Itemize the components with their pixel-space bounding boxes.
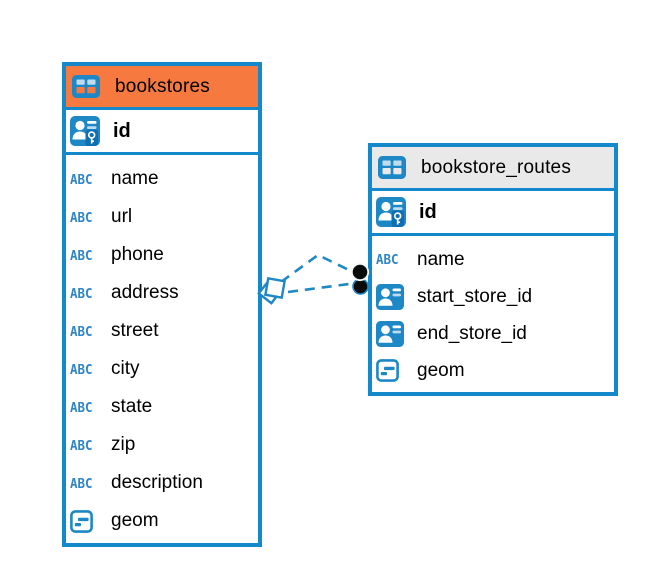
column-row-geom[interactable]: geom [66, 502, 258, 540]
column-label: description [111, 472, 203, 493]
table-bookstore-routes-header[interactable]: bookstore_routes [372, 147, 614, 191]
column-row-end-store-id[interactable]: end_store_id [372, 315, 614, 352]
column-label: id [113, 119, 131, 142]
relationship-line-end-store[interactable] [287, 282, 350, 294]
column-label: end_store_id [417, 322, 527, 344]
column-row-geom[interactable]: geom [372, 352, 614, 389]
column-label: start_store_id [417, 285, 533, 307]
text-type-icon: ABC [70, 437, 93, 453]
primary-key-icon [376, 197, 409, 227]
column-label: name [111, 168, 159, 189]
column-row-id[interactable]: id [372, 191, 614, 236]
table-bookstores[interactable]: bookstores id ABC name ABC url ABC phone… [62, 62, 262, 547]
text-type-icon: ABC [70, 209, 93, 225]
column-label: phone [111, 244, 164, 265]
column-label: state [111, 396, 153, 417]
table-icon [378, 156, 411, 179]
table-title: bookstore_routes [421, 156, 572, 178]
column-label: name [417, 248, 465, 270]
text-type-icon: ABC [70, 323, 93, 339]
column-row-description[interactable]: ABC description [66, 464, 258, 502]
column-list: ABC name start_store_id end_store_id ge [372, 236, 614, 392]
column-row-city[interactable]: ABC city [66, 350, 258, 388]
column-label: geom [111, 510, 159, 531]
column-list: ABC name ABC url ABC phone ABC address A… [66, 155, 258, 543]
column-label: street [111, 320, 159, 341]
column-label: zip [111, 434, 136, 455]
column-label: url [111, 206, 133, 227]
column-row-url[interactable]: ABC url [66, 198, 258, 236]
column-row-start-store-id[interactable]: start_store_id [372, 278, 614, 315]
text-type-icon: ABC [70, 171, 93, 187]
column-label: geom [417, 359, 465, 381]
text-type-icon: ABC [70, 361, 93, 377]
text-type-icon: ABC [70, 475, 93, 491]
text-type-icon: ABC [376, 251, 399, 268]
column-label: id [419, 200, 437, 223]
column-row-address[interactable]: ABC address [66, 274, 258, 312]
column-label: address [111, 282, 179, 303]
table-bookstores-header[interactable]: bookstores [66, 66, 258, 110]
text-type-icon: ABC [70, 285, 93, 301]
relationship-line-start-store[interactable] [280, 253, 352, 284]
column-label: city [111, 358, 140, 379]
primary-key-icon [70, 116, 103, 146]
column-row-id[interactable]: id [66, 110, 258, 155]
reference-type-icon [376, 321, 409, 347]
geometry-type-icon [70, 510, 103, 533]
table-bookstore-routes[interactable]: bookstore_routes id ABC name start_store… [368, 143, 618, 396]
column-row-phone[interactable]: ABC phone [66, 236, 258, 274]
text-type-icon: ABC [70, 247, 93, 263]
column-row-name[interactable]: ABC name [372, 241, 614, 278]
text-type-icon: ABC [70, 399, 93, 415]
column-row-zip[interactable]: ABC zip [66, 426, 258, 464]
table-title: bookstores [115, 75, 210, 97]
many-end-marker[interactable] [257, 276, 287, 305]
column-row-name[interactable]: ABC name [66, 160, 258, 198]
one-end-marker-bottom-dot[interactable] [352, 278, 369, 295]
table-icon [72, 75, 105, 98]
reference-type-icon [376, 284, 409, 310]
geometry-type-icon [376, 359, 409, 382]
column-row-state[interactable]: ABC state [66, 388, 258, 426]
column-row-street[interactable]: ABC street [66, 312, 258, 350]
one-end-marker-top-dot[interactable] [350, 262, 370, 282]
